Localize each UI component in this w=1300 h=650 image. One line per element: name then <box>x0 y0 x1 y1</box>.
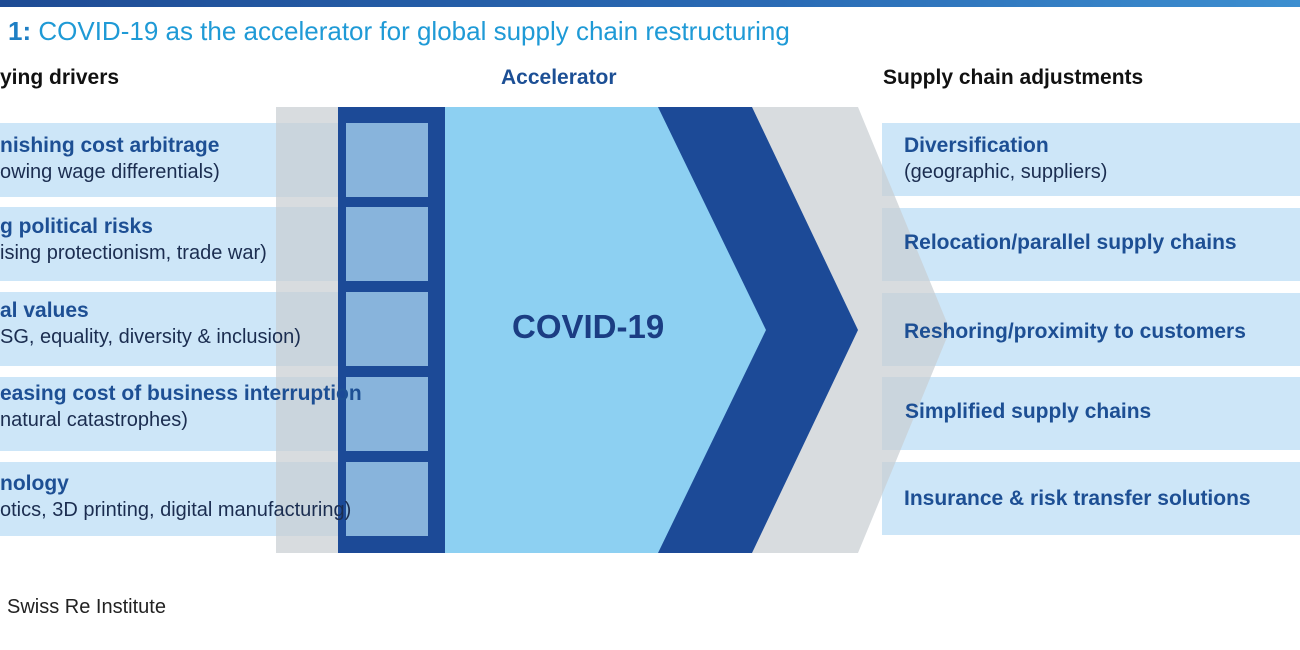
source-credit: Swiss Re Institute <box>7 596 166 618</box>
driver-subtitle: otics, 3D printing, digital manufacturin… <box>0 499 352 522</box>
adjustment-item-4: Simplified supply chains <box>905 398 1151 425</box>
driver-item-4: easing cost of business interruption nat… <box>0 380 362 433</box>
driver-subtitle: SG, equality, diversity & inclusion) <box>0 326 301 349</box>
adjustment-box-2 <box>882 208 1300 281</box>
adjustment-box-4 <box>882 377 1300 450</box>
adjustment-item-3: Reshoring/proximity to customers <box>904 318 1246 345</box>
driver-item-1: nishing cost arbitrage owing wage differ… <box>0 132 220 185</box>
figure-title: 1: COVID-19 as the accelerator for globa… <box>8 16 790 47</box>
adjustment-box-3 <box>882 293 1300 366</box>
adjustment-title: Simplified supply chains <box>905 400 1152 423</box>
adjustment-title: Reshoring/proximity to customers <box>904 320 1246 343</box>
adjustments-heading: Supply chain adjustments <box>883 66 1144 89</box>
drivers-heading: ying drivers <box>0 66 120 89</box>
driver-title: al values <box>0 299 89 322</box>
light-blue-arrow <box>445 107 766 553</box>
adjustment-title: Diversification <box>904 134 1049 157</box>
driver-title: nishing cost arbitrage <box>0 134 220 157</box>
band-square-1 <box>346 123 428 197</box>
top-accent-bar <box>0 0 1300 7</box>
driver-title: g political risks <box>0 215 153 238</box>
figure-title-text: COVID-19 as the accelerator for global s… <box>38 16 790 46</box>
driver-subtitle: natural catastrophes) <box>0 409 188 432</box>
driver-subtitle: ising protectionism, trade war) <box>0 242 267 265</box>
adjustment-subtitle: (geographic, suppliers) <box>904 161 1108 184</box>
driver-subtitle: owing wage differentials) <box>0 161 220 184</box>
band-square-2 <box>346 207 428 281</box>
adjustment-title: Relocation/parallel supply chains <box>904 231 1237 254</box>
band-square-3 <box>346 292 428 366</box>
driver-title: easing cost of business interruption <box>0 382 362 405</box>
adjustment-item-1: Diversification (geographic, suppliers) <box>904 132 1107 185</box>
adjustment-item-2: Relocation/parallel supply chains <box>904 229 1237 256</box>
accelerator-heading: Accelerator <box>501 66 617 89</box>
driver-title: nology <box>0 472 69 495</box>
driver-item-5: nology otics, 3D printing, digital manuf… <box>0 470 351 523</box>
adjustment-box-5 <box>882 462 1300 535</box>
band-square-4 <box>346 377 428 451</box>
band-square-5 <box>346 462 428 536</box>
accelerator-label: COVID-19 <box>512 308 665 345</box>
figure-number: 1: <box>8 16 32 46</box>
adjustment-title: Insurance & risk transfer solutions <box>904 487 1251 510</box>
adjustment-box-1 <box>882 123 1300 196</box>
adjustment-item-5: Insurance & risk transfer solutions <box>904 485 1251 512</box>
driver-item-3: al values SG, equality, diversity & incl… <box>0 297 301 350</box>
driver-item-2: g political risks ising protectionism, t… <box>0 213 267 266</box>
